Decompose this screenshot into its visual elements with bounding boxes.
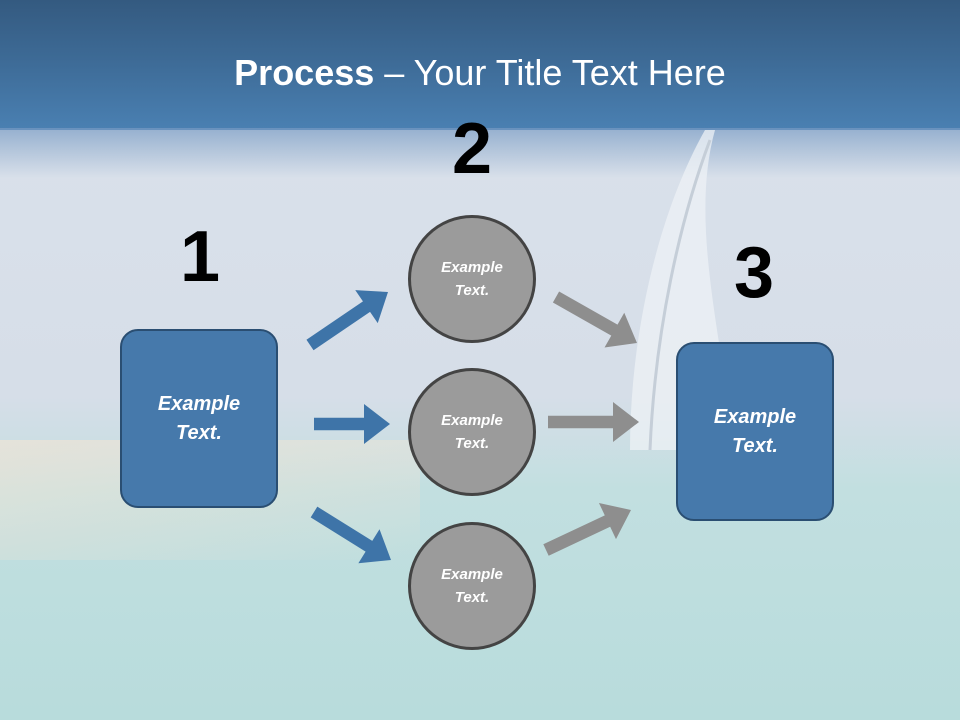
arrow-to-circle-middle-icon bbox=[314, 404, 390, 444]
circle-text-line2: Text. bbox=[454, 435, 490, 452]
arrow-to-circle-bottom-icon bbox=[310, 506, 391, 564]
circle-text-line2: Text. bbox=[454, 282, 490, 299]
step-3-text-line2: Text. bbox=[732, 434, 778, 457]
circle-text-line1: Example bbox=[441, 566, 503, 583]
arrow-from-circle-top-icon bbox=[552, 291, 637, 348]
header-fade bbox=[0, 128, 960, 178]
circle-text-line1: Example bbox=[441, 412, 503, 429]
circle-text-line1: Example bbox=[441, 259, 503, 276]
step-number-1: 1 bbox=[179, 217, 221, 297]
step-1-text-line1: Example bbox=[157, 392, 241, 415]
title-bar bbox=[0, 0, 960, 130]
slide-title: Process – Your Title Text Here bbox=[0, 52, 960, 94]
step-1-text-line2: Text. bbox=[176, 421, 222, 444]
arrow-from-circle-bottom-icon bbox=[543, 502, 632, 556]
step-3-text-line1: Example bbox=[713, 405, 797, 428]
step-number-2: 2 bbox=[451, 109, 493, 189]
title-bold: Process bbox=[234, 52, 375, 93]
step-number-3: 3 bbox=[733, 233, 775, 313]
arrow-from-circle-middle-icon bbox=[548, 402, 639, 442]
circle-text-line2: Text. bbox=[454, 589, 490, 606]
arrow-to-circle-top-icon bbox=[306, 290, 388, 351]
title-rest: – Your Title Text Here bbox=[374, 52, 726, 93]
